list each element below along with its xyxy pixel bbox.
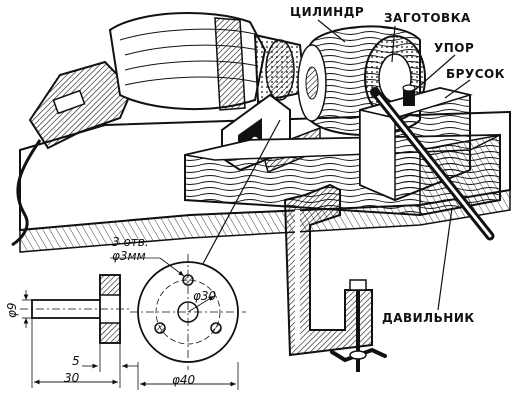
label-presser: ДАВИЛЬНИК xyxy=(382,311,475,325)
dim-bolt-circle: φ30 xyxy=(193,289,217,303)
c-clamp xyxy=(283,183,387,372)
dim-holes: 3 отв. xyxy=(112,235,149,249)
leader-lines xyxy=(189,19,471,311)
part-side-view xyxy=(20,274,138,388)
dim-shaft-diameter: φ9 xyxy=(5,302,19,318)
label-stop: УПОР xyxy=(434,41,475,55)
label-block: БРУСОК xyxy=(446,67,506,81)
dim-flange-thickness: 5 xyxy=(72,354,80,368)
power-cord xyxy=(11,139,42,247)
label-workpiece: ЗАГОТОВКА xyxy=(384,11,471,25)
dim-overall-length: 30 xyxy=(64,371,80,385)
dim-flange-diameter: φ40 xyxy=(172,373,196,387)
label-cylinder: ЦИЛИНДР xyxy=(290,5,365,19)
dim-hole-diameter: φ3мм xyxy=(112,249,146,263)
presser-tool xyxy=(370,87,495,241)
electric-drill xyxy=(28,12,307,150)
part-front-view xyxy=(110,254,246,390)
